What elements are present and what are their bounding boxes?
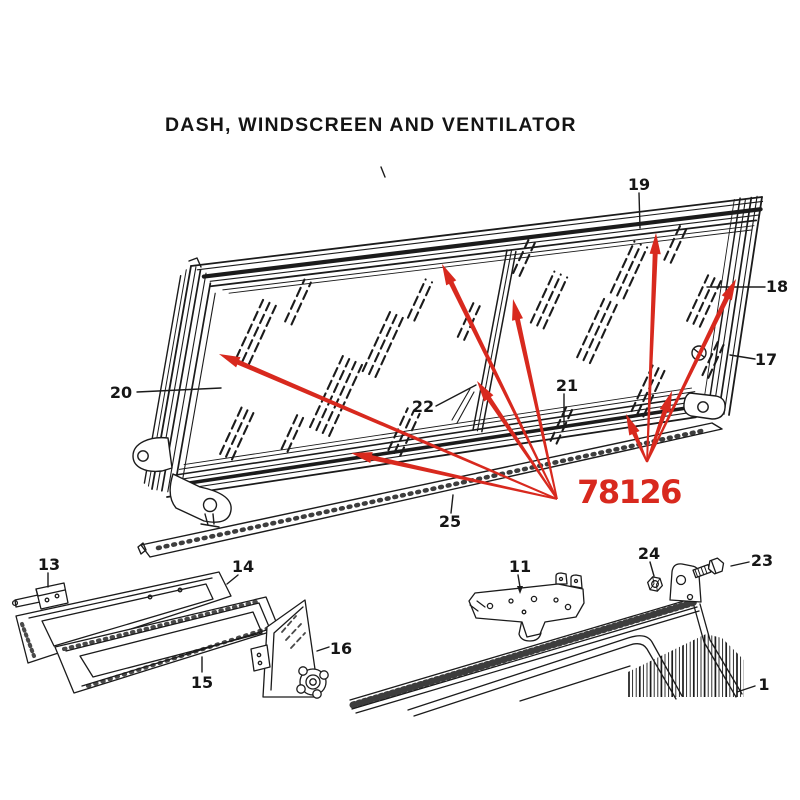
vent-assembly-drawing xyxy=(11,571,329,699)
bracket-part-16 xyxy=(250,599,329,699)
part-label-16: 16 xyxy=(330,639,352,658)
windscreen-frame-drawing xyxy=(143,195,764,498)
part-label-11: 11 xyxy=(509,557,531,576)
nut-part-24 xyxy=(647,576,663,592)
vent-frame-14 xyxy=(15,571,232,664)
part-label-13: 13 xyxy=(38,555,60,574)
catch-part-13 xyxy=(11,582,69,610)
highlight-arrows xyxy=(219,233,736,500)
part-label-20: 20 xyxy=(110,383,132,402)
part-label-23: 23 xyxy=(751,551,773,570)
page-title: DASH, WINDSCREEN AND VENTILATOR xyxy=(165,114,577,136)
part-label-18: 18 xyxy=(766,277,788,296)
highlighted-part-number: 78126 xyxy=(577,473,681,511)
part-label-22: 22 xyxy=(412,397,434,416)
part-label-24: 24 xyxy=(638,544,660,563)
bolt-part-23 xyxy=(692,557,725,579)
part-label-14: 14 xyxy=(232,557,254,576)
part-label-21: 21 xyxy=(556,376,578,395)
vent-frame-15 xyxy=(54,596,280,694)
part-label-15: 15 xyxy=(191,673,213,692)
part-label-1: 1 xyxy=(758,675,769,694)
part-label-17: 17 xyxy=(755,350,777,369)
bracket-part-11 xyxy=(468,572,585,642)
part-label-25: 25 xyxy=(439,512,461,531)
strip-part-25 xyxy=(137,422,723,558)
leader-lines xyxy=(47,192,766,693)
part-label-19: 19 xyxy=(628,175,650,194)
callout-labels: 19 18 17 20 22 21 25 13 14 15 16 11 24 2… xyxy=(38,175,788,694)
glass-hatching xyxy=(219,222,725,461)
